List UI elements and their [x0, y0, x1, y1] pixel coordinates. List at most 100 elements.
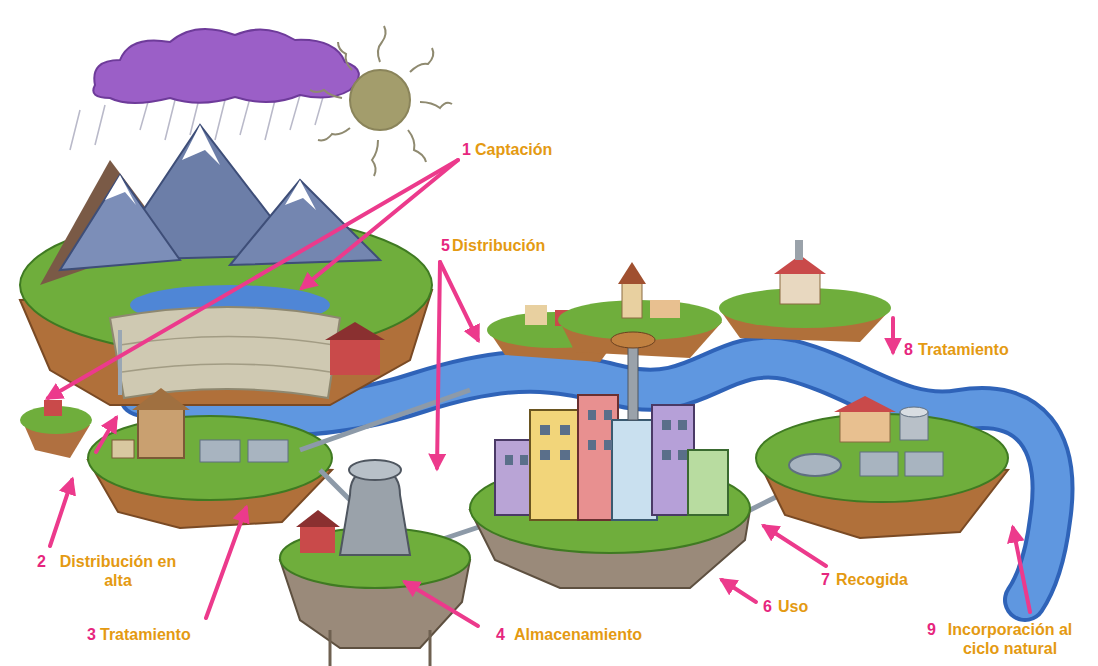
sun-part [420, 102, 452, 108]
wastewater-plant-island-part [840, 410, 890, 442]
leader-arrows-part [764, 526, 826, 566]
step-label: Distribución [452, 236, 545, 255]
treatment-plant-island-part [88, 416, 332, 500]
treatment-plant-island-part [248, 440, 288, 462]
city-island-part [604, 440, 612, 450]
mountain-island-part [230, 180, 380, 265]
sun [310, 26, 452, 176]
city-island-part [530, 410, 580, 520]
village-islands-part [525, 305, 547, 325]
sun-part [350, 70, 410, 130]
rain-part [95, 105, 105, 145]
treatment-plant-island-part [112, 440, 134, 458]
step-label: Almacenamiento [514, 625, 642, 644]
cloud-part [93, 29, 359, 103]
city-island [470, 332, 750, 588]
leader-arrows-part [302, 160, 458, 288]
wastewater-plant-island-part [860, 452, 898, 476]
mountain-island-part [182, 125, 220, 165]
step-label: Tratamiento [100, 625, 191, 644]
callout-number: 9 [927, 620, 936, 639]
wastewater-plant-island-part [789, 454, 841, 476]
callout-number: 8 [904, 340, 913, 359]
village-islands-part [618, 262, 646, 284]
city-island-part [588, 410, 596, 420]
mountain-island-part [110, 307, 340, 398]
sun-part [378, 26, 386, 62]
village-islands [487, 240, 891, 362]
sun-part [408, 130, 426, 162]
city-island-part [560, 450, 570, 460]
treatment-plant-island-part [118, 330, 122, 395]
rain-part [215, 100, 225, 140]
leader-arrows-part [50, 480, 72, 546]
leader-arrows-part [206, 508, 246, 618]
callout-number: 5 [441, 236, 450, 255]
treatment-plant-island-part [132, 388, 190, 410]
city-island-part [678, 420, 687, 430]
treatment-plant-island-part [138, 408, 184, 458]
rain-part [165, 100, 175, 140]
city-island-part [628, 340, 638, 420]
sun-part [318, 128, 350, 140]
sun-part [372, 140, 378, 176]
city-island-part [560, 425, 570, 435]
wastewater-plant-island-part [900, 407, 928, 417]
city-island-part [505, 410, 687, 465]
city-island-part [505, 455, 513, 465]
step-label: Uso [778, 597, 808, 616]
callout-number: 1 [462, 140, 471, 159]
step-label: Tratamiento [918, 340, 1009, 359]
leader-arrows-part [96, 418, 116, 452]
leader-arrows-part [437, 262, 440, 468]
step-label: Distribución en alta [54, 552, 182, 590]
callout-number: 6 [763, 597, 772, 616]
rain-part [240, 98, 250, 135]
sun-part [338, 42, 352, 70]
city-island-part [662, 420, 671, 430]
mountain-island [20, 125, 432, 405]
wastewater-plant-island-part [834, 396, 896, 412]
small-island-part [44, 400, 62, 416]
step-label: Incorporación al ciclo natural [940, 620, 1080, 658]
step-label: Captación [475, 140, 552, 159]
village-islands-part [622, 282, 642, 318]
leader-arrows-part [1013, 528, 1030, 612]
city-island-part [612, 420, 657, 520]
cloud [93, 29, 359, 103]
leader-arrows-part [891, 318, 895, 352]
village-islands-part [650, 300, 680, 318]
mountain-island-part [120, 337, 334, 373]
village-islands-part [780, 272, 820, 304]
small-island [20, 400, 92, 458]
wastewater-plant-island [756, 396, 1008, 538]
leader-arrows-part [440, 262, 478, 340]
village-islands-part [795, 240, 803, 260]
mountain-island-part [105, 175, 136, 205]
leader-arrows-part [48, 160, 458, 398]
mountain-island-part [60, 175, 180, 270]
rain-part [290, 95, 300, 130]
city-island-part [540, 450, 550, 460]
mountain-island-part [325, 322, 385, 340]
pipes-part [300, 390, 470, 450]
city-island-part [688, 450, 728, 515]
leader-arrows-part [722, 580, 756, 602]
rain-part [265, 100, 275, 140]
leader-arrows-part [405, 582, 478, 626]
callout-number: 2 [37, 552, 46, 571]
sun-part [410, 48, 433, 72]
rain-part [70, 110, 80, 150]
city-island-part [611, 332, 655, 348]
treatment-plant-island [88, 330, 332, 528]
water-tower-island-part [349, 460, 401, 480]
water-tower-island-part [429, 630, 432, 666]
step-label: Recogida [836, 570, 908, 589]
treatment-plant-island-part [200, 440, 240, 462]
city-island-part [678, 450, 687, 460]
water-tower-island-part [300, 525, 335, 553]
city-island-part [540, 425, 550, 435]
mountain-island-part [330, 340, 380, 375]
water-tower-island-part [329, 630, 332, 666]
